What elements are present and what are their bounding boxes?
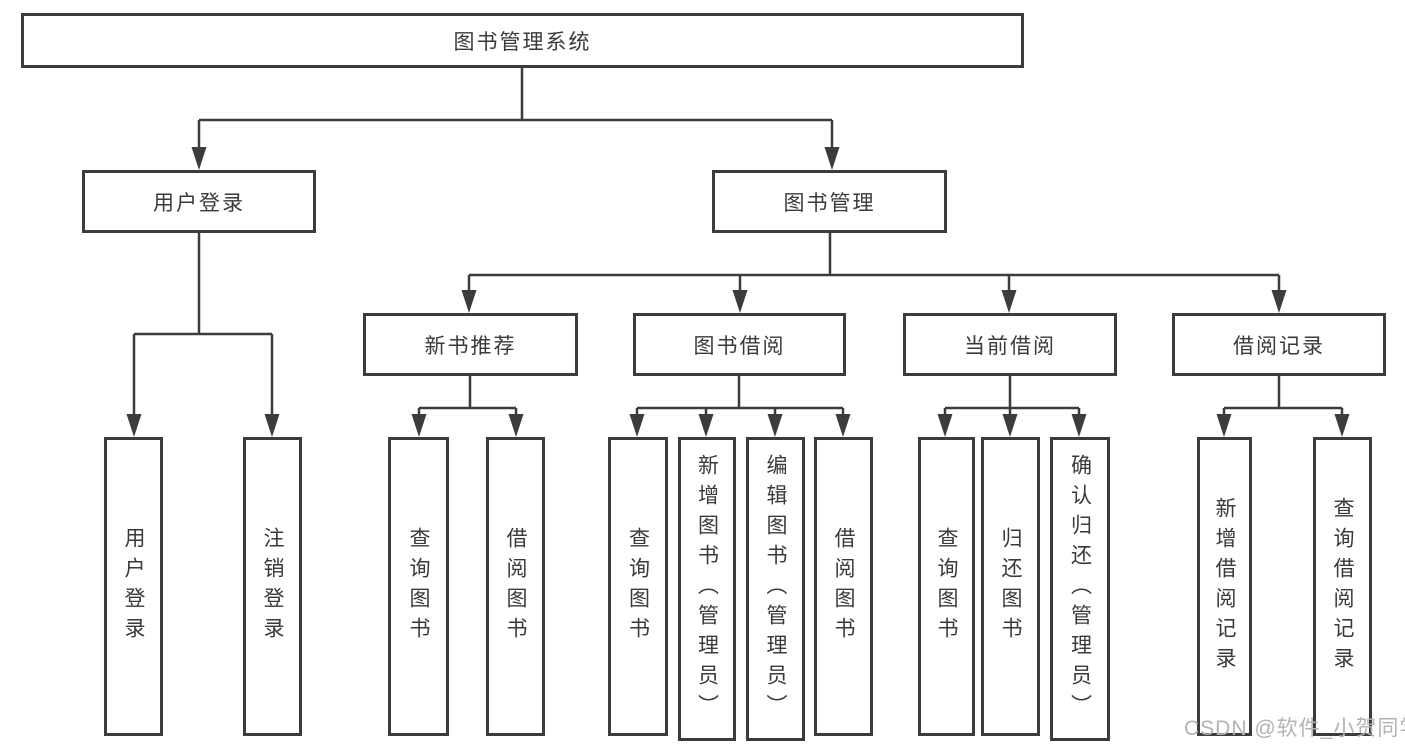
csdn-watermark: CSDN @软件_小贺同学 [1184, 717, 1405, 740]
leaf-add-borrow-record: 新增借阅记录 [1197, 437, 1252, 736]
node-new-book-recommend: 新书推荐 [363, 313, 578, 376]
node-label: 查询图书 [407, 526, 430, 647]
leaf-logout: 注销登录 [243, 437, 302, 736]
node-user-login-branch: 用户登录 [82, 170, 316, 233]
node-label: 图书管理系统 [453, 30, 592, 54]
node-label: 借阅图书 [504, 526, 527, 647]
node-label: 新增借阅记录 [1213, 496, 1236, 677]
node-label: 图书借阅 [693, 334, 786, 358]
leaf-edit-books-admin: 编辑图书（管理员） [746, 437, 805, 741]
leaf-return-books: 归还图书 [981, 437, 1040, 736]
leaf-query-borrow-record: 查询借阅记录 [1313, 437, 1372, 736]
node-label: 归还图书 [999, 526, 1022, 647]
connector-strokes [132, 68, 1344, 419]
leaf-borrow-books-2: 借阅图书 [814, 437, 873, 736]
node-borrowing-records: 借阅记录 [1172, 313, 1386, 376]
node-label: 确认归还（管理员） [1068, 454, 1092, 724]
leaf-borrow-books-1: 借阅图书 [486, 437, 545, 736]
node-label: 注销登录 [261, 526, 284, 647]
leaf-query-books-2: 查询图书 [608, 437, 668, 736]
node-label: 查询图书 [626, 526, 650, 647]
node-label: 新书推荐 [424, 334, 517, 358]
leaf-user-login: 用户登录 [104, 437, 163, 736]
node-book-management-branch: 图书管理 [712, 170, 947, 233]
node-label: 当前借阅 [964, 334, 1056, 358]
node-label: 用户登录 [153, 191, 245, 215]
node-current-borrowing: 当前借阅 [903, 313, 1117, 376]
node-label: 用户登录 [122, 526, 145, 647]
leaf-query-books-1: 查询图书 [388, 437, 449, 736]
node-label: 图书管理 [783, 191, 876, 215]
leaf-confirm-return-admin: 确认归还（管理员） [1050, 437, 1110, 741]
node-label: 借阅记录 [1233, 334, 1325, 358]
arrowheads [126, 147, 1350, 437]
node-label: 借阅图书 [832, 526, 855, 647]
node-label: 编辑图书（管理员） [764, 454, 787, 724]
leaf-query-books-3: 查询图书 [918, 437, 975, 736]
leaf-add-books-admin: 新增图书（管理员） [678, 437, 736, 741]
node-system-root: 图书管理系统 [21, 13, 1024, 68]
node-label: 查询图书 [935, 526, 958, 647]
node-book-borrowing: 图书借阅 [633, 313, 846, 376]
node-label: 查询借阅记录 [1331, 496, 1354, 677]
node-label: 新增图书（管理员） [695, 454, 719, 724]
